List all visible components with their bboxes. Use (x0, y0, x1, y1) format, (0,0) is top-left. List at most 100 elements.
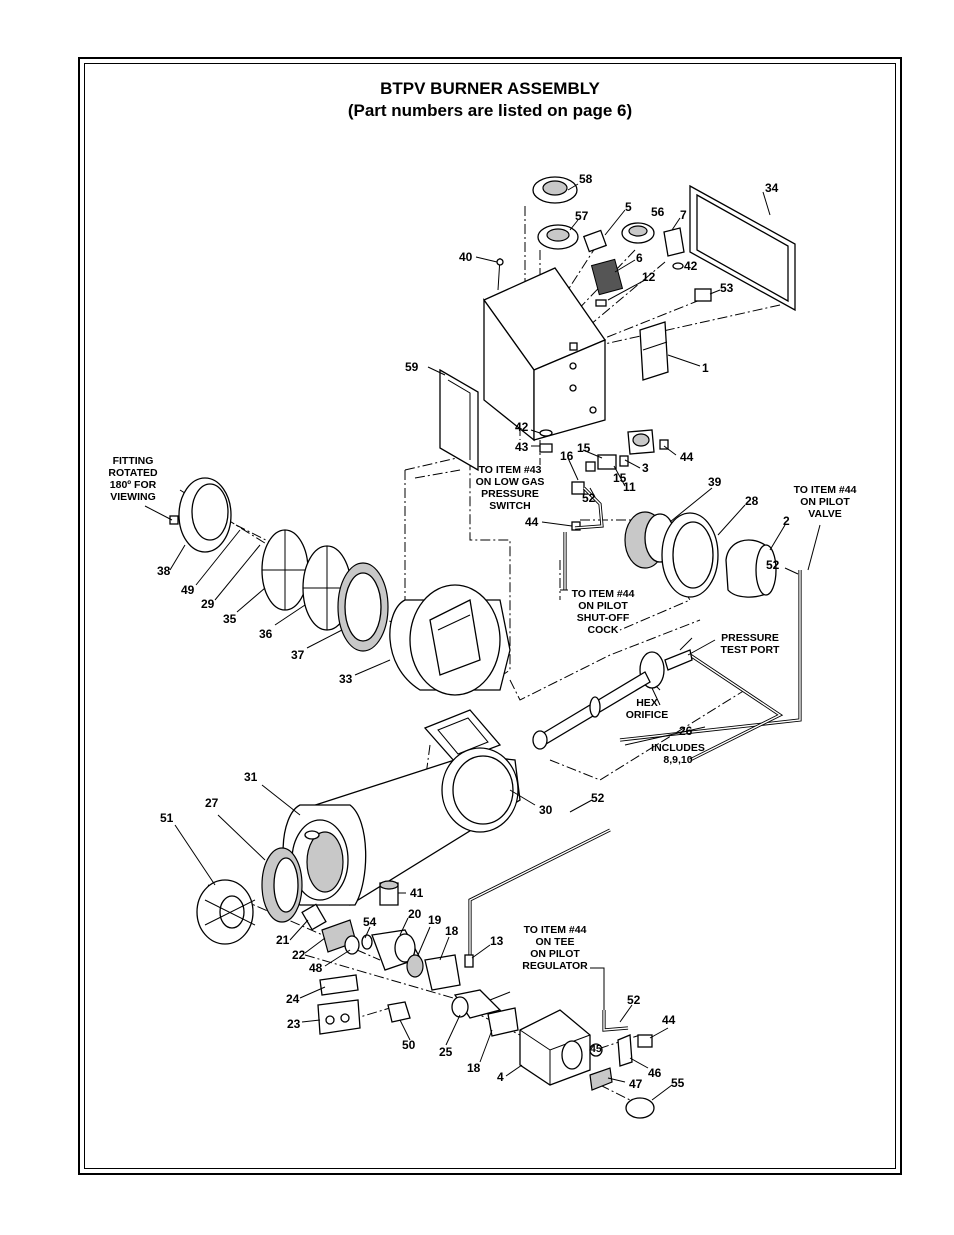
label-3: 3 (642, 461, 649, 475)
label-50: 50 (402, 1038, 416, 1052)
part-34-cover-gasket (689, 184, 796, 312)
svg-text:ON LOW GAS: ON LOW GAS (476, 476, 545, 488)
label-51: 51 (160, 811, 174, 825)
flame-retention-head (196, 847, 303, 945)
svg-text:TO ITEM #44: TO ITEM #44 (524, 924, 587, 936)
label-2: 2 (783, 514, 790, 528)
label-31: 31 (244, 770, 258, 784)
note-fitting-rotated: FITTING ROTATED 180º FOR VIEWING (108, 455, 158, 503)
note-pressure-test-port: PRESSURE TEST PORT (721, 632, 781, 656)
label-29: 29 (201, 597, 215, 611)
label-52-upper: 52 (582, 491, 596, 505)
label-12: 12 (642, 270, 656, 284)
note-to-item-44-pilot-valve: TO ITEM #44 ON PILOT VALVE (794, 484, 857, 520)
label-59: 59 (405, 360, 419, 374)
label-58: 58 (579, 172, 593, 186)
label-56: 56 (651, 205, 665, 219)
svg-text:PRESSURE: PRESSURE (721, 632, 779, 644)
svg-text:TO ITEM #43: TO ITEM #43 (479, 464, 542, 476)
label-48: 48 (309, 961, 323, 975)
label-36: 36 (259, 627, 273, 641)
page-border-inner (84, 63, 896, 1169)
title-line-1: BTPV BURNER ASSEMBLY (380, 79, 600, 98)
callout-notes: FITTING ROTATED 180º FOR VIEWING TO ITEM… (108, 455, 856, 972)
svg-text:VIEWING: VIEWING (110, 491, 156, 503)
label-20: 20 (408, 907, 422, 921)
label-53: 53 (720, 281, 734, 295)
label-39: 39 (708, 475, 722, 489)
label-54: 54 (363, 915, 377, 929)
label-7: 7 (680, 208, 687, 222)
pressure-switches (496, 176, 712, 307)
label-11: 11 (623, 480, 636, 494)
part-31-flange-nozzle (282, 804, 367, 906)
svg-text:8,9,10: 8,9,10 (663, 754, 692, 766)
svg-text:FITTING: FITTING (113, 455, 154, 467)
label-40: 40 (459, 250, 473, 264)
svg-text:SWITCH: SWITCH (489, 500, 530, 512)
label-1: 1 (702, 361, 709, 375)
label-18-top: 18 (445, 924, 459, 938)
label-27: 27 (205, 796, 219, 810)
label-16: 16 (560, 449, 574, 463)
svg-text:ROTATED: ROTATED (108, 467, 158, 479)
part-1-control-box (483, 267, 669, 442)
label-49: 49 (181, 583, 195, 597)
label-46: 46 (648, 1066, 662, 1080)
air-inlet-plates (169, 477, 389, 652)
svg-text:VALVE: VALVE (808, 508, 841, 520)
svg-text:TO ITEM #44: TO ITEM #44 (572, 588, 635, 600)
label-18-low: 18 (467, 1061, 481, 1075)
label-24: 24 (286, 992, 300, 1006)
svg-text:180º FOR: 180º FOR (110, 479, 157, 491)
label-43: 43 (515, 440, 529, 454)
gas-fittings-upper (539, 429, 669, 590)
label-21: 21 (276, 933, 290, 947)
label-13: 13 (490, 934, 504, 948)
svg-text:ON PILOT: ON PILOT (800, 496, 850, 508)
svg-text:ON TEE: ON TEE (535, 936, 574, 948)
part-33-fan-housing (389, 584, 511, 696)
label-30: 30 (539, 803, 553, 817)
label-37: 37 (291, 648, 305, 662)
label-42-mid: 42 (515, 420, 529, 434)
svg-text:ORIFICE: ORIFICE (626, 709, 669, 721)
svg-text:TO ITEM #44: TO ITEM #44 (794, 484, 857, 496)
label-55: 55 (671, 1076, 685, 1090)
label-34: 34 (765, 181, 779, 195)
pilot-gas-tubing (468, 570, 802, 955)
label-15-low: 15 (613, 471, 627, 485)
label-28: 28 (745, 494, 759, 508)
note-hex-orifice: HEX ORIFICE (626, 697, 669, 721)
svg-text:SHUT-OFF: SHUT-OFF (577, 612, 630, 624)
label-52-mid: 52 (591, 791, 605, 805)
label-25: 25 (439, 1045, 453, 1059)
note-includes: INCLUDES 8,9,10 (651, 742, 705, 766)
svg-text:HEX: HEX (636, 697, 658, 709)
label-26: 26 (679, 724, 693, 738)
svg-text:REGULATOR: REGULATOR (522, 960, 588, 972)
label-41: 41 (410, 886, 424, 900)
label-38: 38 (157, 564, 171, 578)
label-52-low: 52 (627, 993, 641, 1007)
part-30-air-tube (299, 709, 521, 906)
svg-text:TEST PORT: TEST PORT (721, 644, 781, 656)
label-52-right: 52 (766, 558, 780, 572)
label-15-top: 15 (577, 441, 591, 455)
label-42-top: 42 (684, 259, 698, 273)
label-19: 19 (428, 913, 442, 927)
label-44-mid: 44 (525, 515, 539, 529)
label-33: 33 (339, 672, 353, 686)
note-to-item-43: TO ITEM #43 ON LOW GAS PRESSURE SWITCH (476, 464, 545, 512)
label-45: 45 (590, 1043, 602, 1055)
label-23: 23 (287, 1017, 301, 1031)
label-5: 5 (625, 200, 632, 214)
label-6: 6 (636, 251, 643, 265)
label-44-top: 44 (680, 450, 694, 464)
part-59-mounting-bracket (439, 368, 479, 472)
page-border-outer (78, 57, 902, 1175)
label-57: 57 (575, 209, 589, 223)
svg-text:INCLUDES: INCLUDES (651, 742, 705, 754)
svg-text:ON PILOT: ON PILOT (578, 600, 628, 612)
